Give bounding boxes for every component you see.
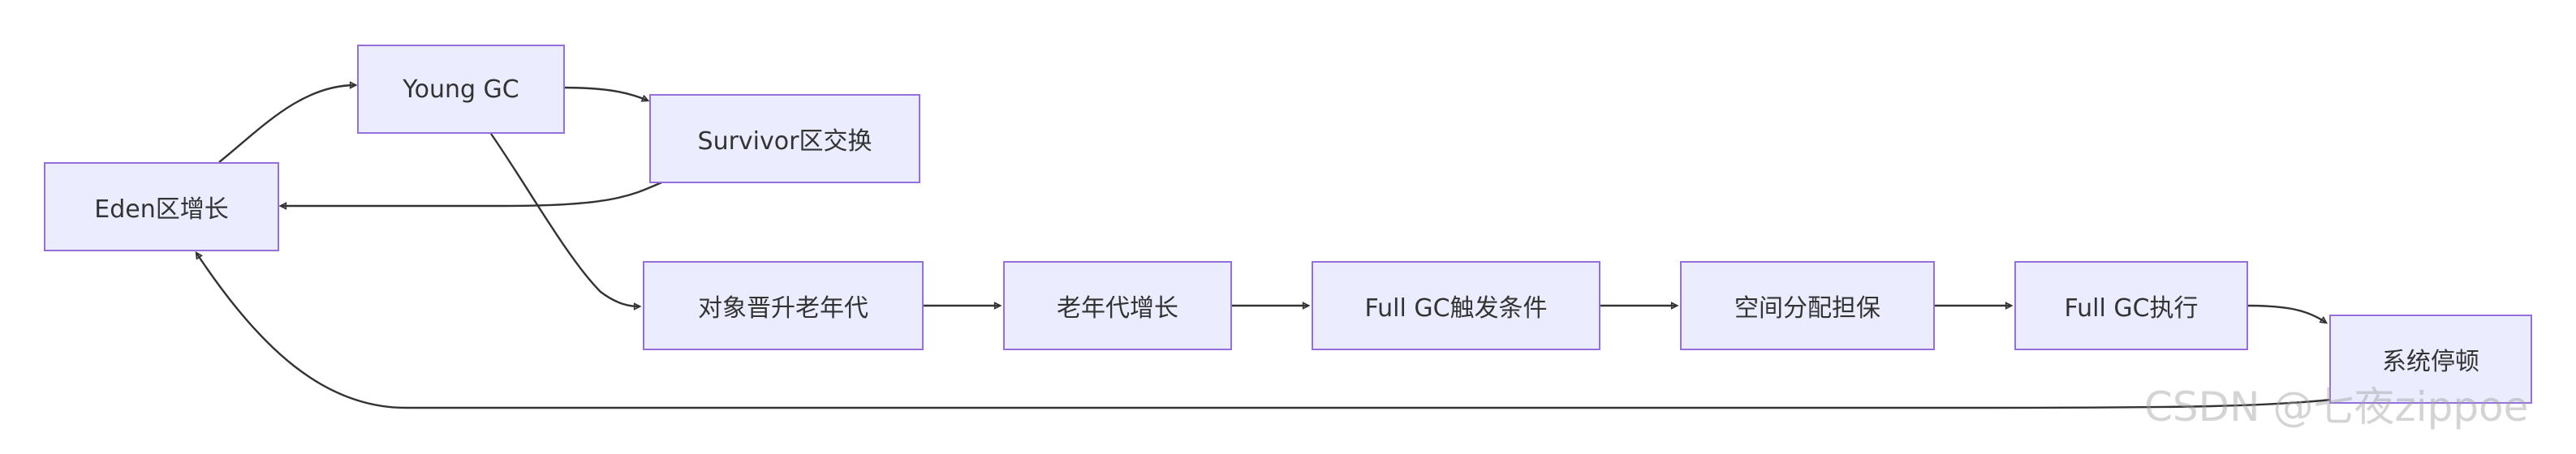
node-full-gc-cond-label: Full GC触发条件 bbox=[1364, 294, 1548, 323]
node-survivor: Survivor区交换 bbox=[649, 94, 920, 183]
node-young-gc: Young GC bbox=[357, 45, 565, 134]
edge-full-gc-exec-to-stw bbox=[2245, 304, 2328, 324]
node-old-grow-label: 老年代增长 bbox=[1057, 294, 1178, 323]
node-survivor-label: Survivor区交换 bbox=[697, 127, 872, 156]
node-young-gc-label: Young GC bbox=[403, 75, 519, 104]
node-full-gc-exec-label: Full GC执行 bbox=[2064, 294, 2199, 323]
edge-survivor-to-eden bbox=[278, 179, 666, 210]
edge-young-gc-to-survivor bbox=[559, 86, 650, 102]
node-space-guarantee: 空间分配担保 bbox=[1680, 261, 1935, 350]
edge-eden-to-young-gc bbox=[218, 81, 358, 163]
node-full-gc-cond: Full GC触发条件 bbox=[1312, 261, 1600, 350]
node-promote-label: 对象晋升老年代 bbox=[698, 294, 868, 323]
node-space-guarantee-label: 空间分配担保 bbox=[1734, 294, 1880, 323]
watermark: CSDN @七夜zippoe bbox=[2144, 383, 2529, 430]
node-promote: 对象晋升老年代 bbox=[643, 261, 924, 350]
node-stw-label: 系统停顿 bbox=[2382, 348, 2479, 376]
node-full-gc-exec: Full GC执行 bbox=[2014, 261, 2248, 350]
node-eden-label: Eden区增长 bbox=[94, 195, 229, 224]
node-stw: 系统停顿 bbox=[2329, 315, 2532, 404]
node-eden: Eden区增长 bbox=[44, 162, 279, 251]
edge-stw-to-eden bbox=[195, 251, 2354, 409]
edge-young-gc-to-promote bbox=[490, 133, 642, 311]
node-old-grow: 老年代增长 bbox=[1003, 261, 1232, 350]
